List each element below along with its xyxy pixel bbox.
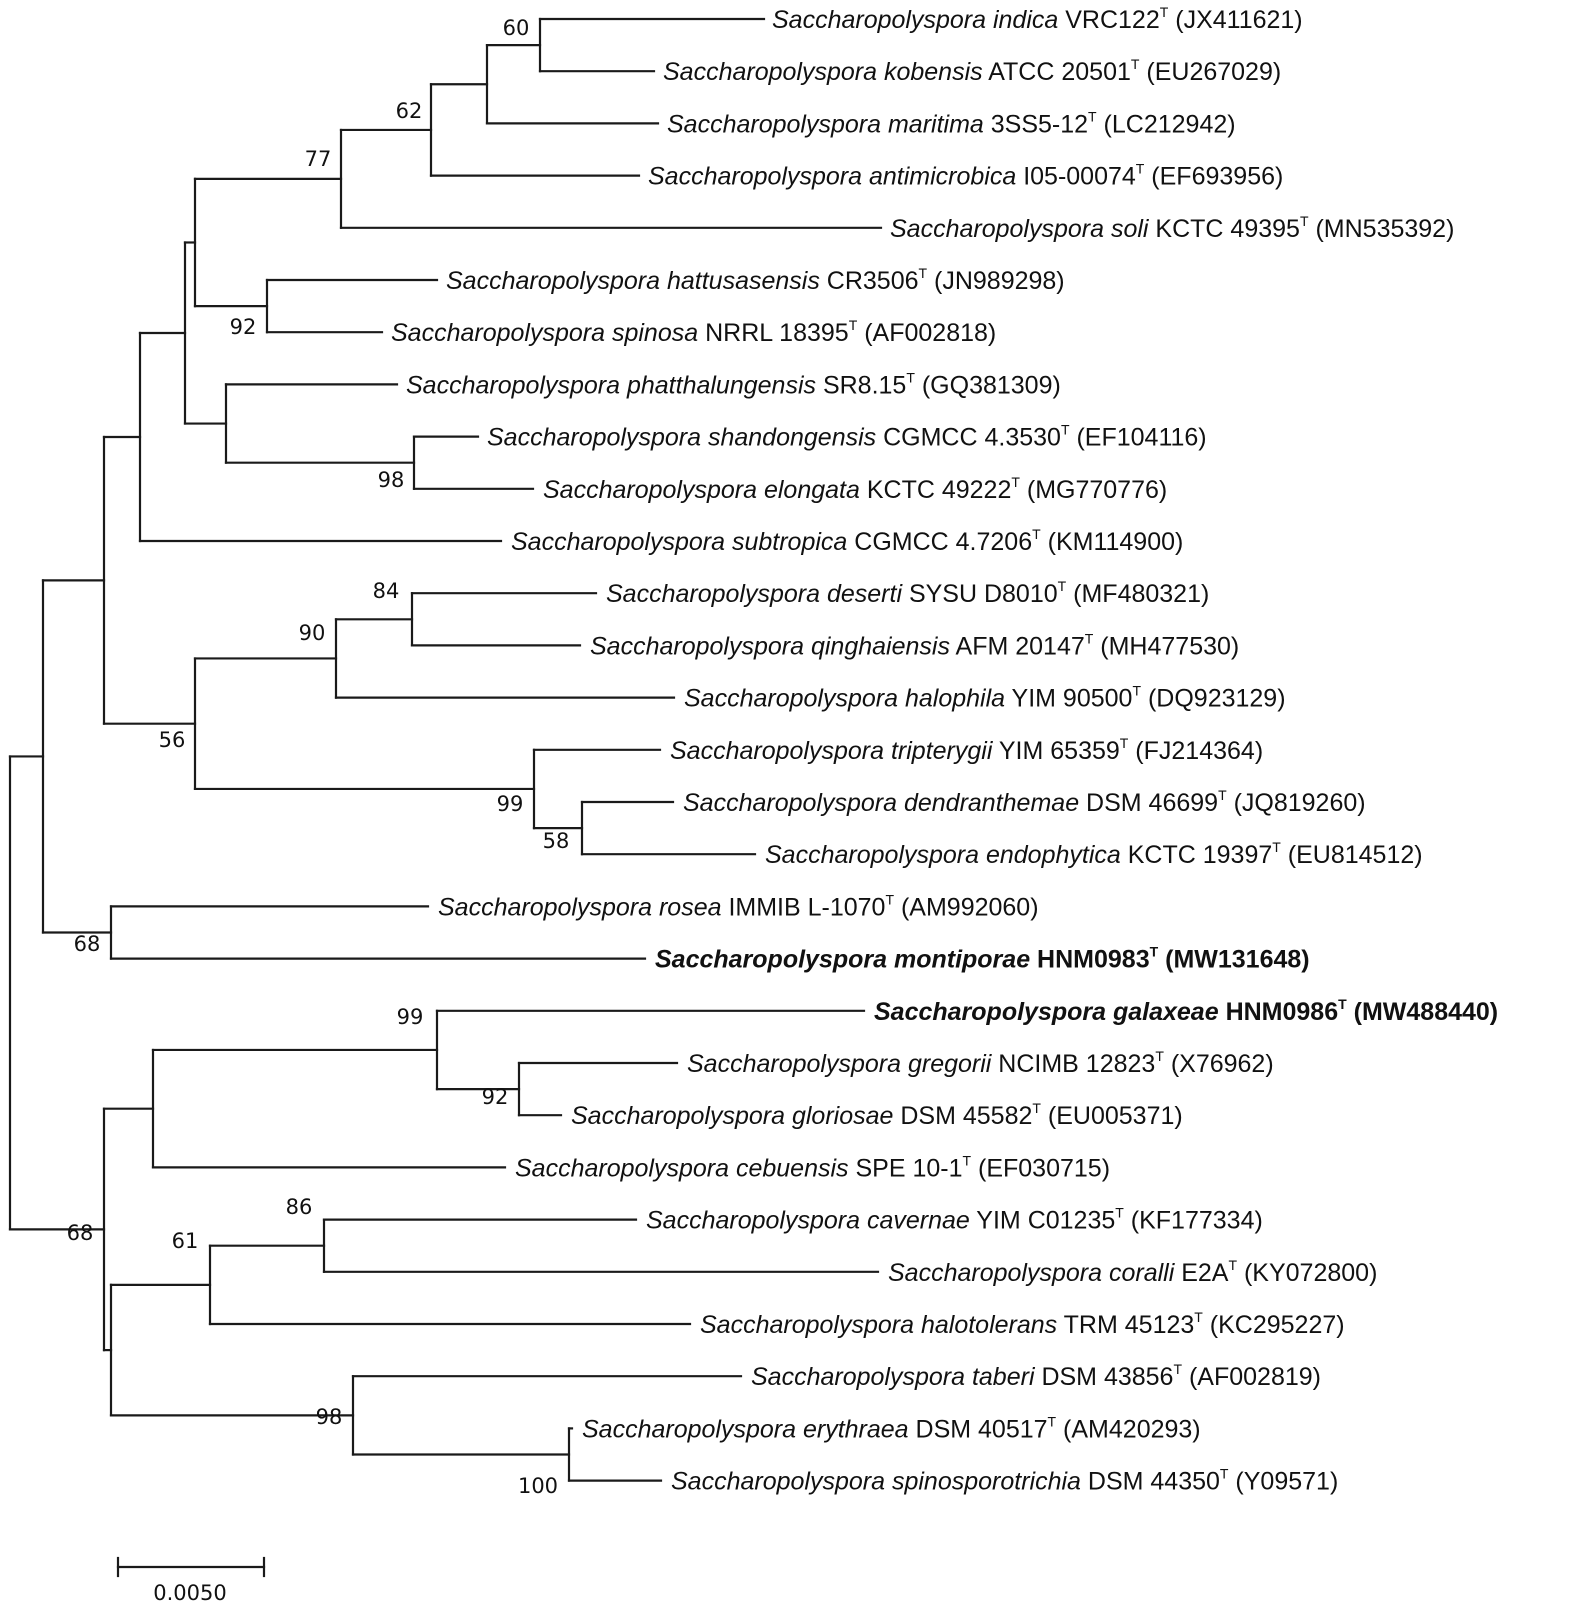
bootstrap-value: 99 [397,1005,424,1029]
bootstrap-value: 84 [373,579,400,603]
taxon-label: Saccharopolyspora cebuensis SPE 10-1T (E… [515,1152,1110,1182]
taxon-label: Saccharopolyspora indica VRC122T (JX4116… [772,4,1303,34]
taxon-label: Saccharopolyspora qinghaiensis AFM 20147… [590,630,1239,660]
taxon-label: Saccharopolyspora shandongensis CGMCC 4.… [487,422,1207,452]
taxon-label: Saccharopolyspora montiporae HNM0983T (M… [655,944,1310,974]
bootstrap-value: 62 [396,99,423,123]
bootstrap-value: 86 [286,1195,313,1219]
taxon-label: Saccharopolyspora galaxeae HNM0986T (MW4… [874,996,1498,1026]
taxon-label: Saccharopolyspora spinosporotrichia DSM … [671,1466,1338,1496]
taxon-label: Saccharopolyspora gregorii NCIMB 12823T … [687,1048,1274,1078]
taxon-label: Saccharopolyspora maritima 3SS5-12T (LC2… [667,108,1236,138]
tree-branches [8,17,883,1482]
taxon-label: Saccharopolyspora hattusasensis CR3506T … [446,265,1065,295]
bootstrap-value: 98 [378,468,405,492]
bootstrap-value: 56 [159,728,186,752]
bootstrap-value: 68 [74,932,101,956]
bootstrap-value: 92 [230,315,257,339]
taxon-label: Saccharopolyspora elongata KCTC 49222T (… [543,474,1167,504]
scale-bar-label: 0.0050 [153,1581,226,1605]
taxon-label: Saccharopolyspora taberi DSM 43856T (AF0… [751,1361,1321,1391]
bootstrap-labels: 60 62 77 92 98 84 90 56 99 58 68 99 92 86 61 68 98 100 [67,16,570,1498]
taxon-label: Saccharopolyspora rosea IMMIB L-1070T (A… [438,891,1039,921]
taxon-label: Saccharopolyspora soli KCTC 49395T (MN53… [890,213,1454,243]
taxon-label: Saccharopolyspora subtropica CGMCC 4.720… [511,526,1183,556]
taxon-label: Saccharopolyspora cavernae YIM C01235T (… [646,1205,1263,1235]
bootstrap-value: 58 [543,829,570,853]
bootstrap-value: 100 [518,1474,558,1498]
taxon-label: Saccharopolyspora endophytica KCTC 19397… [765,839,1423,869]
taxon-label: Saccharopolyspora tripterygii YIM 65359T… [670,735,1263,765]
taxon-label: Saccharopolyspora erythraea DSM 40517T (… [582,1413,1201,1443]
bootstrap-value: 60 [503,16,530,40]
taxon-label: Saccharopolyspora antimicrobica I05-0007… [648,161,1283,191]
taxon-label: Saccharopolyspora dendranthemae DSM 4669… [683,787,1366,817]
scale-bar: 0.0050 [116,1556,266,1605]
taxon-label: Saccharopolyspora coralli E2AT (KY072800… [888,1257,1377,1287]
bootstrap-value: 61 [172,1229,199,1253]
taxon-label: Saccharopolyspora kobensis ATCC 20501T (… [663,56,1281,86]
taxon-label: Saccharopolyspora phatthalungensis SR8.1… [406,369,1061,399]
bootstrap-value: 77 [305,147,332,171]
bootstrap-value: 99 [497,792,524,816]
taxon-label: Saccharopolyspora spinosa NRRL 18395T (A… [391,317,996,347]
taxon-label: Saccharopolyspora gloriosae DSM 45582T (… [571,1100,1183,1130]
taxon-label: Saccharopolyspora deserti SYSU D8010T (M… [606,578,1209,608]
bootstrap-value: 90 [299,621,326,645]
bootstrap-value: 98 [316,1405,343,1429]
taxon-label: Saccharopolyspora halotolerans TRM 45123… [700,1309,1345,1339]
bootstrap-value: 68 [67,1221,94,1245]
taxon-label: Saccharopolyspora halophila YIM 90500T (… [684,683,1286,713]
bootstrap-value: 92 [482,1085,509,1109]
tip-labels: Saccharopolyspora indica VRC122T (JX4116… [391,4,1498,1496]
